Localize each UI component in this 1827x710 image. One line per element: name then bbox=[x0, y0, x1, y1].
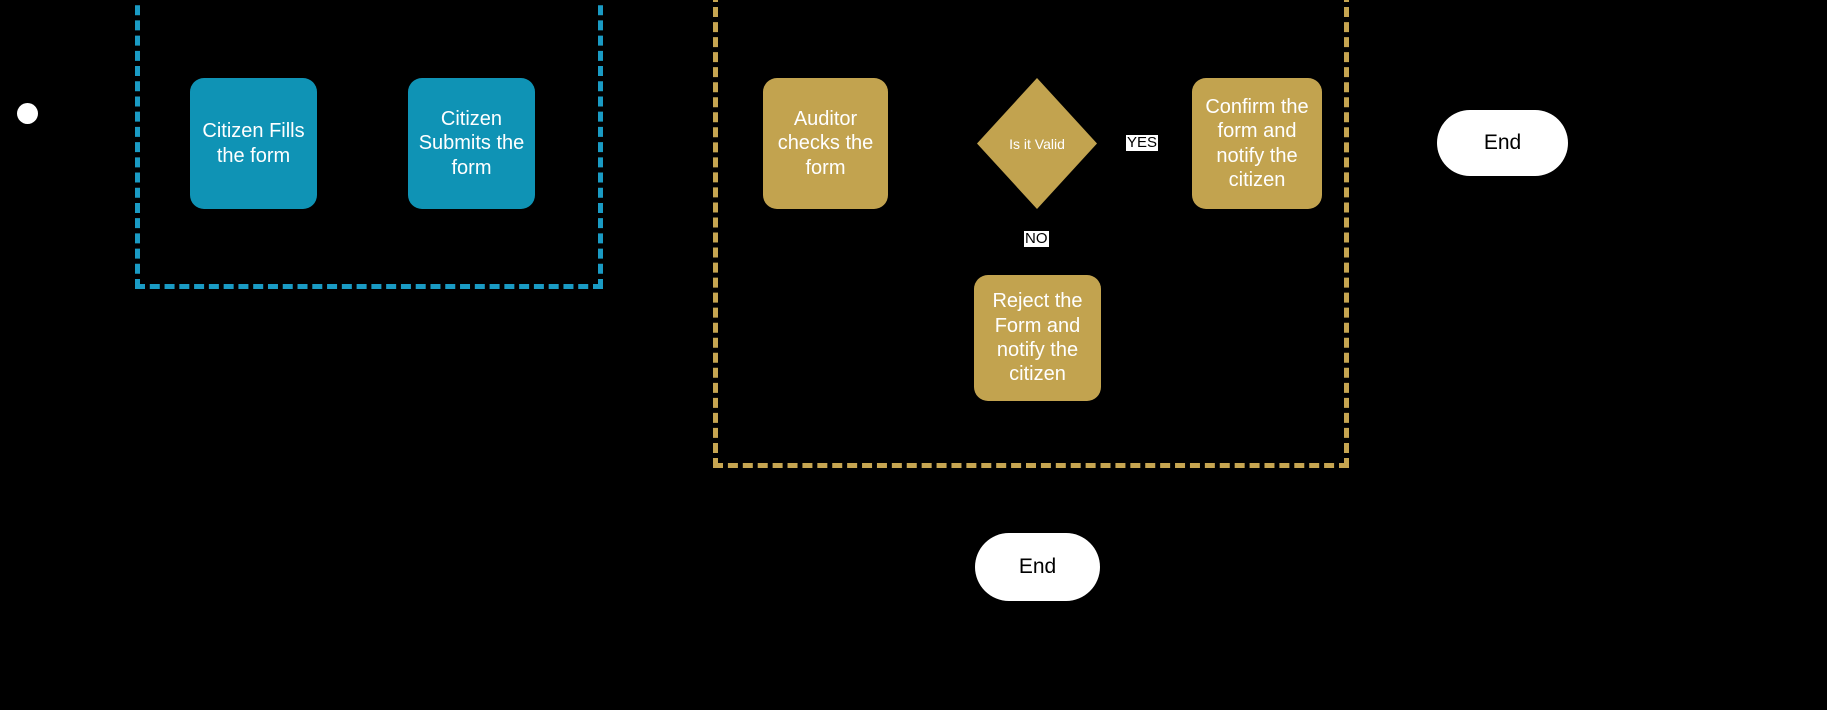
start-node-dot[interactable] bbox=[17, 103, 38, 124]
node-auditor-checks-the-form[interactable]: Auditor checks the form bbox=[763, 78, 888, 209]
node-reject-form-label: Reject the Form and notify the citizen bbox=[992, 290, 1083, 386]
node-citizen-submits-label: Citizen Submits the form bbox=[418, 107, 525, 179]
node-citizen-fills-label: Citizen Fills the form bbox=[202, 120, 305, 167]
node-citizen-submits-the-form[interactable]: Citizen Submits the form bbox=[408, 78, 535, 209]
edge-label-yes: YES bbox=[1126, 134, 1159, 151]
node-is-it-valid-label: Is it Valid bbox=[1009, 135, 1065, 152]
node-auditor-checks-label: Auditor checks the form bbox=[777, 107, 874, 179]
end-node-right-label: End bbox=[1483, 131, 1522, 154]
citizen-lane-container bbox=[135, 0, 603, 289]
node-confirm-form-label: Confirm the form and notify the citizen bbox=[1205, 95, 1309, 191]
end-node-bottom-label: End bbox=[1018, 555, 1057, 578]
node-citizen-fills-the-form[interactable]: Citizen Fills the form bbox=[190, 78, 317, 209]
node-is-it-valid-decision[interactable]: Is it Valid bbox=[977, 78, 1097, 209]
auditor-lane-container bbox=[713, 0, 1349, 468]
end-node-right[interactable]: End bbox=[1437, 110, 1568, 176]
edge-label-no: NO bbox=[1024, 230, 1049, 247]
node-reject-form-and-notify-citizen[interactable]: Reject the Form and notify the citizen bbox=[974, 275, 1101, 401]
end-node-bottom[interactable]: End bbox=[975, 533, 1100, 601]
node-confirm-form-and-notify-citizen[interactable]: Confirm the form and notify the citizen bbox=[1192, 78, 1322, 209]
